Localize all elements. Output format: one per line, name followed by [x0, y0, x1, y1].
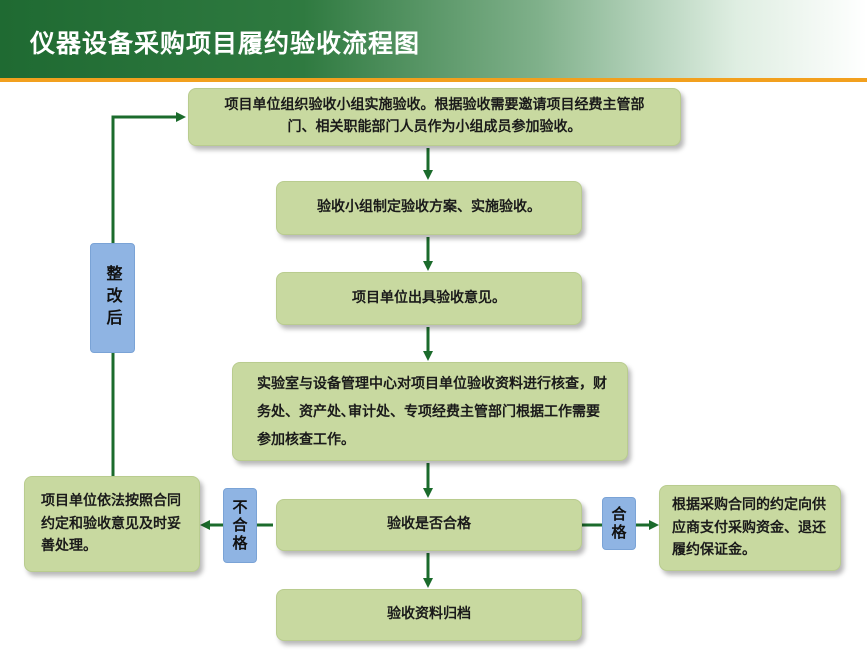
fail-action-text: 项目单位依法按照合同约定和验收意见及时妥善处理。: [41, 493, 181, 555]
step-issue-opinion: 项目单位出具验收意见。: [276, 272, 582, 325]
decision-acceptance-qualified: 验收是否合格: [276, 499, 582, 551]
rectify-tag: 整改后: [90, 243, 135, 353]
title-banner: 仪器设备采购项目履约验收流程图: [0, 0, 867, 78]
decision-text: 验收是否合格: [387, 516, 471, 533]
step2-text: 验收小组制定验收方案、实施验收。: [317, 199, 541, 216]
step-organize-acceptance-team: 项目单位组织验收小组实施验收。根据验收需要邀请项目经费主管部门、相关职能部门人员…: [188, 88, 681, 146]
step-formulate-plan: 验收小组制定验收方案、实施验收。: [276, 181, 582, 235]
step-archive-materials: 验收资料归档: [276, 589, 582, 641]
arrow-rectify-loop: [111, 112, 186, 476]
pass-action-text: 根据采购合同的约定向供应商支付采购资金、退还履约保证金。: [672, 497, 826, 559]
step4-text: 实验室与设备管理中心对项目单位验收资料进行核查，财务处、资产处､审计处、专项经费…: [257, 375, 607, 448]
pass-payment-box: 根据采购合同的约定向供应商支付采购资金、退还履约保证金。: [659, 485, 841, 571]
pass-tag: 合格: [602, 497, 636, 550]
fail-tag: 不合格: [223, 488, 257, 563]
fail-handling-box: 项目单位依法按照合同约定和验收意见及时妥善处理。: [24, 476, 200, 572]
step3-text: 项目单位出具验收意见。: [352, 289, 506, 306]
page-title: 仪器设备采购项目履约验收流程图: [30, 29, 421, 58]
step-review-materials: 实验室与设备管理中心对项目单位验收资料进行核查，财务处、资产处､审计处、专项经费…: [232, 362, 628, 461]
header-divider: [0, 78, 867, 82]
step1-text: 项目单位组织验收小组实施验收。根据验收需要邀请项目经费主管部门、相关职能部门人员…: [224, 97, 645, 135]
archive-text: 验收资料归档: [387, 606, 471, 623]
